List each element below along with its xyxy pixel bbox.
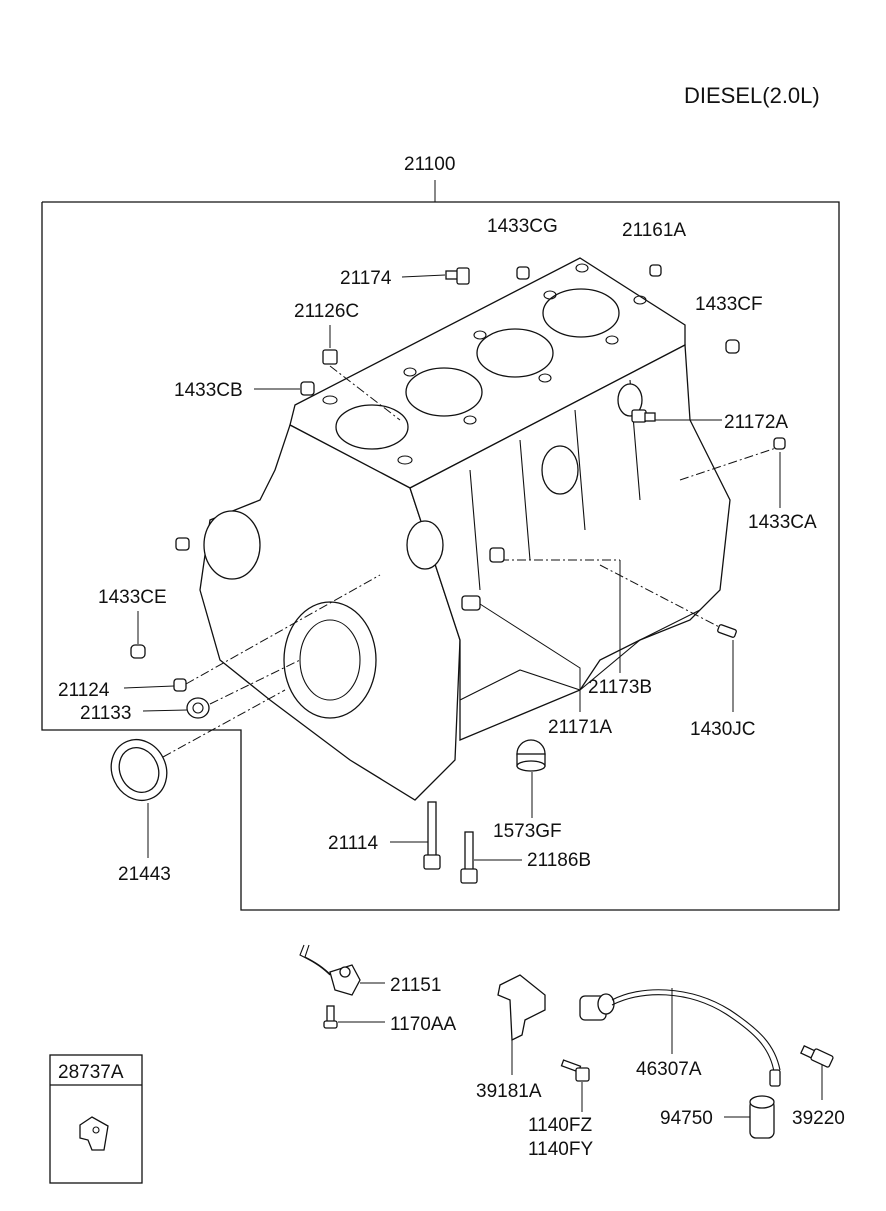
label-21133[interactable]: 21133 <box>80 703 131 724</box>
label-1140FZ[interactable]: 1140FZ <box>528 1115 592 1136</box>
label-21443[interactable]: 21443 <box>118 864 171 885</box>
label-1433CG[interactable]: 1433CG <box>487 216 558 237</box>
label-1170AA[interactable]: 1170AA <box>390 1014 457 1035</box>
diagram-title: DIESEL(2.0L) <box>684 83 820 108</box>
cylinder-bore-2 <box>405 367 483 417</box>
label-1433CE[interactable]: 1433CE <box>98 587 167 608</box>
cylinder-block-drawing[interactable] <box>199 257 731 801</box>
label-21173B[interactable]: 21173B <box>588 677 652 698</box>
crank-bore-inner <box>299 619 361 701</box>
water-jacket-holes <box>322 263 647 465</box>
label-21124[interactable]: 21124 <box>58 680 110 701</box>
part-1433CB[interactable] <box>300 381 315 396</box>
cylinder-bore-4 <box>542 288 620 338</box>
part-21133[interactable] <box>186 697 210 719</box>
part-39220[interactable] <box>800 1044 834 1068</box>
part-1433CF[interactable] <box>725 339 740 354</box>
part-1433CA[interactable] <box>773 437 786 450</box>
label-1573GF[interactable]: 1573GF <box>493 821 562 842</box>
part-94750[interactable] <box>749 1095 775 1139</box>
label-1433CF[interactable]: 1433CF <box>695 294 763 315</box>
block-right-side <box>409 343 731 741</box>
label-21174[interactable]: 21174 <box>340 268 392 289</box>
label-21126C[interactable]: 21126C <box>294 301 359 322</box>
part-21126C[interactable] <box>322 349 338 365</box>
part-21151[interactable] <box>299 944 361 996</box>
leader-21174 <box>401 274 446 278</box>
label-21171A[interactable]: 21171A <box>548 717 612 738</box>
part-21186B[interactable] <box>460 831 478 884</box>
label-46307A[interactable]: 46307A <box>636 1059 702 1080</box>
dash-1430JC <box>599 564 726 631</box>
dash-21124 <box>185 574 381 685</box>
label-21172A[interactable]: 21172A <box>724 412 788 433</box>
front-boss <box>203 510 261 580</box>
cylinder-bore-1 <box>335 404 409 450</box>
part-21114[interactable] <box>423 801 441 870</box>
part-21124[interactable] <box>173 678 187 692</box>
leader-21171A <box>479 603 581 712</box>
side-ribs <box>406 379 643 591</box>
part-1433CG[interactable] <box>516 266 530 280</box>
dash-21443 <box>162 689 286 758</box>
label-94750[interactable]: 94750 <box>660 1108 713 1129</box>
part-box-28737A[interactable] <box>49 1054 143 1184</box>
label-21114[interactable]: 21114 <box>328 833 378 854</box>
label-1433CA[interactable]: 1433CA <box>748 512 817 533</box>
label-21100[interactable]: 21100 <box>404 154 455 175</box>
part-1430JC[interactable] <box>717 624 737 638</box>
label-39220[interactable]: 39220 <box>792 1108 845 1129</box>
part-front-plug[interactable] <box>175 537 190 551</box>
label-21151[interactable]: 21151 <box>390 975 441 996</box>
part-21161A[interactable] <box>649 264 662 277</box>
part-1433CE[interactable] <box>130 644 146 659</box>
part-1140FZ[interactable] <box>560 1059 590 1082</box>
assembly-frame <box>41 201 840 911</box>
cylinder-bore-3 <box>476 328 554 378</box>
label-28737A[interactable]: 28737A <box>58 1062 124 1083</box>
part-21172A[interactable] <box>631 409 656 423</box>
label-1430JC[interactable]: 1430JC <box>690 719 756 740</box>
part-1170AA[interactable] <box>323 1005 338 1029</box>
label-39181A[interactable]: 39181A <box>476 1081 542 1102</box>
part-1573GF[interactable] <box>516 739 546 772</box>
crank-bore-flange <box>283 601 377 719</box>
part-39181A[interactable] <box>497 974 546 1042</box>
label-21186B[interactable]: 21186B <box>527 850 591 871</box>
leader-21124 <box>123 685 175 689</box>
part-21173B[interactable] <box>489 547 505 563</box>
label-1140FY[interactable]: 1140FY <box>528 1139 593 1160</box>
label-21161A[interactable]: 21161A <box>622 220 686 241</box>
leader-21133 <box>142 709 188 712</box>
part-21174[interactable] <box>445 267 470 285</box>
part-21171A[interactable] <box>461 595 481 611</box>
dash-21126C <box>329 365 401 421</box>
part-46307A[interactable] <box>579 989 781 1087</box>
label-1433CB[interactable]: 1433CB <box>174 380 243 401</box>
part-21443[interactable] <box>101 730 176 809</box>
